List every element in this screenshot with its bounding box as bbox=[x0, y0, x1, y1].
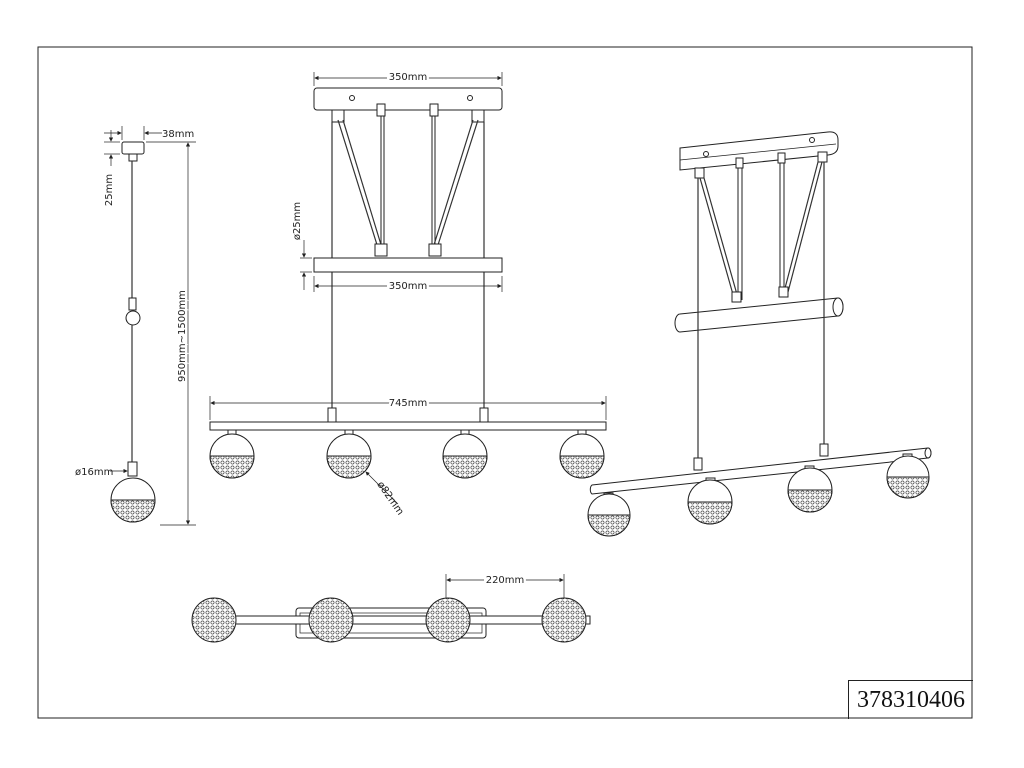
globe-1 bbox=[209, 429, 255, 479]
product-code: 378310406 bbox=[857, 686, 965, 713]
top-globe-2 bbox=[308, 597, 354, 643]
canopy-height-label: 25mm bbox=[104, 174, 115, 206]
lamp-bar-length-label: 745mm bbox=[389, 398, 428, 409]
canopy-depth-label: 38mm bbox=[162, 129, 194, 140]
cable-diameter-label: ø16mm bbox=[75, 467, 113, 478]
globe-diameter-label: ø82mm bbox=[375, 480, 406, 518]
front-view: 350mm ø25mm 350mm 745m bbox=[209, 70, 607, 518]
tube-diameter-label: ø25mm bbox=[292, 202, 303, 240]
product-code-box: 378310406 bbox=[848, 680, 973, 719]
top-globe-3 bbox=[425, 597, 471, 643]
globe-spacing-label: 220mm bbox=[486, 575, 525, 586]
top-globe-4 bbox=[541, 597, 587, 643]
drawing-frame bbox=[37, 46, 973, 719]
ceiling-canopy bbox=[313, 87, 503, 111]
middle-bar bbox=[313, 257, 503, 273]
globe-3 bbox=[442, 429, 488, 479]
side-canopy bbox=[121, 141, 145, 155]
globe-2 bbox=[326, 429, 372, 479]
lamp-bar bbox=[209, 421, 607, 431]
top-view: 220mm bbox=[191, 573, 591, 643]
overall-height-label: 950mm~1500mm bbox=[177, 290, 188, 382]
side-view: 38mm 25mm ø16mm 950mm~1500mm bbox=[75, 126, 196, 526]
perspective-view bbox=[587, 131, 932, 537]
globe-4 bbox=[559, 429, 605, 479]
bar-width-label: 350mm bbox=[389, 281, 428, 292]
canopy-width-label: 350mm bbox=[389, 72, 428, 83]
top-lamp-bar bbox=[209, 615, 591, 625]
top-globe-1 bbox=[191, 597, 237, 643]
